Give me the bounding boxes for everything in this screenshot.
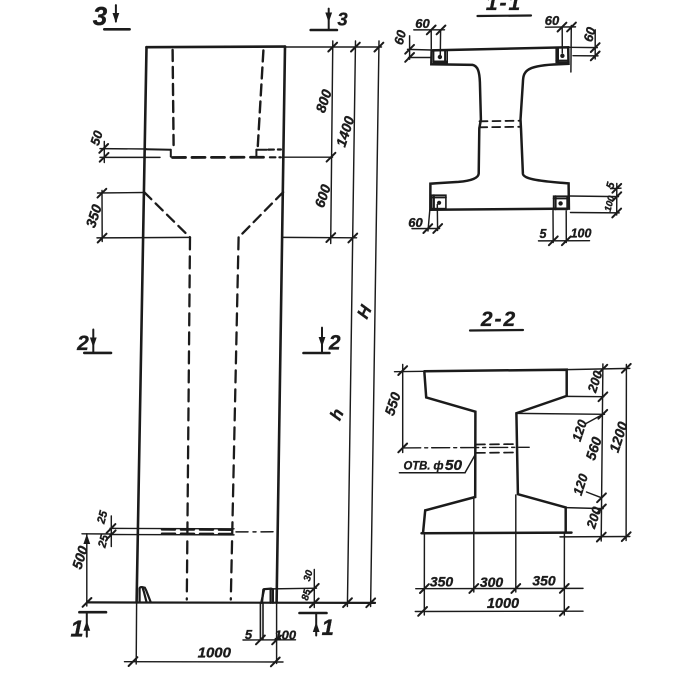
svg-text:3: 3 (93, 1, 108, 31)
svg-text:800: 800 (312, 87, 335, 114)
svg-text:1200: 1200 (606, 420, 631, 455)
svg-text:120: 120 (570, 471, 591, 497)
svg-text:60: 60 (408, 215, 423, 230)
svg-text:600: 600 (311, 182, 334, 209)
svg-text:350: 350 (82, 202, 105, 229)
svg-text:500: 500 (69, 544, 92, 571)
svg-text:H: H (353, 302, 376, 322)
svg-text:25: 25 (96, 533, 111, 550)
svg-text:2-2: 2-2 (480, 308, 517, 331)
svg-text:60: 60 (580, 25, 598, 44)
svg-text:ОТВ. ф: ОТВ. ф (404, 461, 444, 473)
svg-text:2: 2 (76, 332, 89, 355)
svg-text:100: 100 (603, 194, 618, 213)
svg-text:1000: 1000 (198, 645, 232, 662)
svg-text:5: 5 (604, 180, 617, 190)
svg-text:h: h (326, 406, 348, 423)
svg-text:25: 25 (95, 509, 110, 526)
svg-text:1: 1 (322, 615, 334, 640)
svg-text:200: 200 (584, 368, 606, 395)
svg-text:3: 3 (337, 9, 348, 30)
svg-text:1000: 1000 (487, 596, 519, 612)
svg-text:1-1: 1-1 (486, 0, 522, 15)
svg-text:50: 50 (87, 128, 106, 147)
svg-text:200: 200 (583, 504, 605, 531)
svg-text:300: 300 (480, 574, 504, 590)
svg-text:100: 100 (274, 627, 296, 642)
svg-text:1: 1 (70, 616, 83, 642)
svg-text:5: 5 (245, 627, 253, 642)
svg-text:5: 5 (540, 227, 548, 241)
svg-text:560: 560 (582, 435, 605, 462)
svg-text:350: 350 (430, 574, 454, 590)
svg-text:50: 50 (445, 458, 462, 474)
svg-text:350: 350 (532, 573, 556, 589)
svg-text:30: 30 (302, 569, 316, 583)
svg-text:100: 100 (571, 227, 592, 241)
svg-text:60: 60 (545, 13, 560, 28)
svg-text:550: 550 (381, 390, 404, 417)
svg-text:60: 60 (391, 28, 409, 47)
svg-text:120: 120 (569, 417, 590, 443)
svg-text:60: 60 (415, 16, 430, 31)
svg-text:2: 2 (328, 332, 341, 355)
svg-text:85: 85 (300, 588, 314, 602)
